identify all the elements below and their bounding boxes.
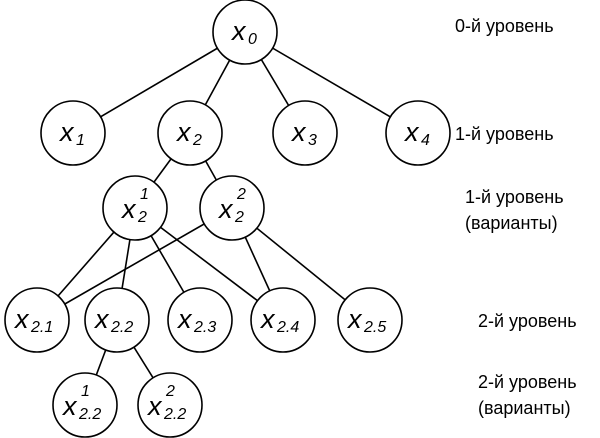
node-superscript: 1 [81, 383, 90, 400]
node-circle [84, 287, 150, 353]
node-circle [157, 100, 223, 166]
level-label-level1-variants-line-1: 1-й уровень [465, 187, 564, 207]
node-circle [102, 175, 168, 241]
node-superscript: 2 [236, 186, 246, 203]
node-subscript: 2 [137, 209, 147, 226]
node-symbol: x [176, 304, 193, 334]
node-subscript: 2.3 [193, 319, 216, 336]
node-subscript: 4 [421, 132, 430, 149]
node-circle [272, 100, 338, 166]
level-label-level1-line-1: 1-й уровень [455, 124, 554, 144]
node-symbol: x [217, 194, 234, 224]
node-symbol: x [13, 304, 30, 334]
node-circle [4, 287, 70, 353]
node-symbol: x [120, 194, 137, 224]
node-circle [250, 287, 316, 353]
node-circle [40, 100, 106, 166]
node-subscript: 0 [248, 31, 257, 48]
node-symbol: x [259, 304, 276, 334]
node-subscript: 2.2 [163, 406, 186, 423]
node-symbol: x [146, 391, 163, 421]
node-subscript: 2.4 [276, 319, 299, 336]
node-circle [137, 372, 203, 438]
node-subscript: 2.2 [78, 406, 101, 423]
level-label-level2-line-1: 2-й уровень [478, 311, 577, 331]
node-symbol: x [230, 16, 247, 46]
node-symbol: x [290, 117, 307, 147]
node-circle [385, 100, 451, 166]
node-circle [199, 175, 265, 241]
edge-x0-x4 [244, 31, 419, 134]
node-subscript: 2.1 [30, 319, 53, 336]
node-superscript: 2 [165, 383, 175, 400]
edge-x0-x1 [72, 31, 246, 134]
edge-x2v2-x21 [36, 207, 233, 321]
level-label-level2-variants-line-1: 2-й уровень [478, 372, 577, 392]
node-symbol: x [58, 117, 75, 147]
node-subscript: 2 [234, 209, 244, 226]
node-subscript: 1 [76, 132, 85, 149]
node-subscript: 3 [308, 132, 317, 149]
node-circle [212, 0, 278, 65]
node-subscript: 2 [192, 132, 202, 149]
node-symbol: x [346, 304, 363, 334]
level-labels: 0-й уровень 1-й уровень 1-й уровень (вариан… [455, 16, 577, 418]
node-symbol: x [61, 391, 78, 421]
node-circle [167, 287, 233, 353]
node-symbol: x [403, 117, 420, 147]
node-symbol: x [175, 117, 192, 147]
level-label-level1-variants-line-2: (варианты) [465, 213, 558, 233]
node-superscript: 1 [140, 186, 149, 203]
node-subscript: 2.5 [363, 319, 386, 336]
node-subscript: 2.2 [110, 319, 133, 336]
node-symbol: x [93, 304, 110, 334]
node-circle [337, 287, 403, 353]
node-circle [52, 372, 118, 438]
level-label-level0-line-1: 0-й уровень [455, 16, 554, 36]
level-label-level2-variants-line-2: (варианты) [478, 398, 571, 418]
